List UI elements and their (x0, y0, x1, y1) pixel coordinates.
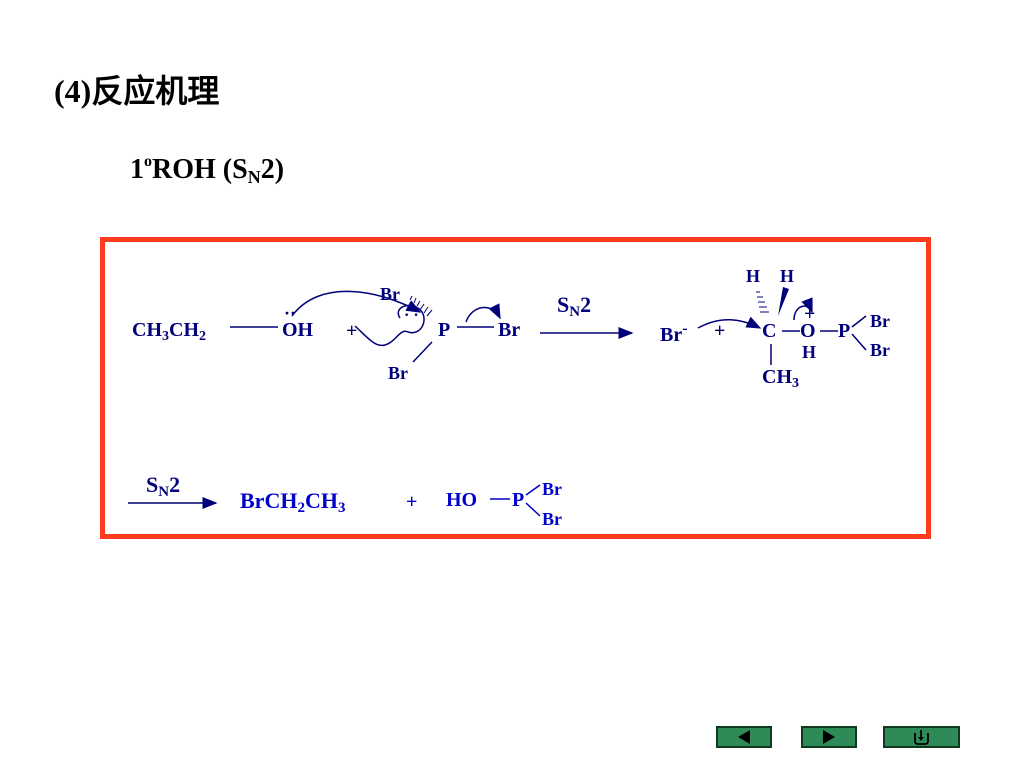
bond-p-br-bottom (412, 341, 433, 363)
methyl-group: CH3 (762, 366, 799, 391)
return-icon (914, 730, 929, 745)
sn2-label-2: SN2 (146, 472, 181, 500)
oxonium-h: H (802, 342, 817, 362)
subtitle-degree: o (144, 153, 152, 170)
plus-sign-3: + (406, 491, 418, 513)
page-title: (4)反应机理 (54, 66, 219, 112)
intermediate-br-2: Br (870, 340, 890, 360)
title-number: (4) (54, 73, 92, 109)
subtitle-main: ROH (S (152, 154, 248, 185)
bond-p-br-upper (851, 315, 867, 328)
sn2-label-1: SN2 (557, 292, 592, 320)
pbr3-p: P (438, 319, 451, 341)
curved-arrow-br-to-c (697, 316, 762, 329)
subtitle-end: 2) (260, 154, 285, 185)
pbr3-br-bottom: Br (388, 363, 408, 383)
pbr3-br-right: Br (498, 319, 521, 341)
previous-button[interactable] (716, 726, 772, 748)
plus-sign-2: + (714, 320, 726, 342)
return-button[interactable] (883, 726, 960, 748)
next-icon (823, 730, 835, 744)
subtitle-prefix: 1 (130, 154, 144, 185)
product-p: P (512, 489, 525, 511)
curved-arrow-bond-to-br (465, 303, 501, 323)
bond-product-p-br-upper (525, 484, 541, 496)
oxonium-charge: + (804, 303, 816, 325)
hydroxyl-oh: OH (282, 319, 314, 341)
solid-wedge-c-h (778, 287, 789, 316)
hashed-wedge-p-br (409, 295, 433, 317)
bond-p-br-lower (851, 333, 867, 351)
intermediate-p: P (838, 320, 851, 342)
hydrogen-wedge: H (780, 266, 795, 286)
product-ho: HO (446, 489, 478, 511)
oxygen-lone-pair: ·· (284, 303, 297, 323)
phosphorus-lone-pair: · · (404, 307, 419, 324)
bromide-anion: Br- (660, 320, 688, 346)
plus-sign-1: + (346, 320, 358, 342)
product-bromoethane: BrCH2CH3 (240, 488, 346, 516)
product-br-2: Br (542, 509, 562, 529)
pbr3-br-top: Br (380, 284, 400, 304)
previous-icon (738, 730, 750, 744)
subtitle-sub: N (247, 167, 261, 187)
oxonium-o: O (800, 320, 816, 342)
hydrogen-hashed: H (746, 266, 761, 286)
bond-product-p-br-lower (525, 502, 541, 517)
curved-arrow-co-to-o (793, 297, 813, 321)
intermediate-br-1: Br (870, 311, 890, 331)
next-button[interactable] (801, 726, 857, 748)
lone-pair-arc (354, 304, 425, 347)
mechanism-frame (100, 237, 931, 539)
section-subtitle: 1oROH (SN2) (130, 153, 284, 188)
reactant-ethyl: CH3CH2 (132, 319, 206, 344)
curved-arrow-o-to-p (291, 290, 422, 317)
product-br-1: Br (542, 479, 562, 499)
title-text: 反应机理 (91, 72, 220, 110)
hashed-wedge-c-h (756, 291, 769, 313)
carbon-center: C (762, 320, 777, 342)
